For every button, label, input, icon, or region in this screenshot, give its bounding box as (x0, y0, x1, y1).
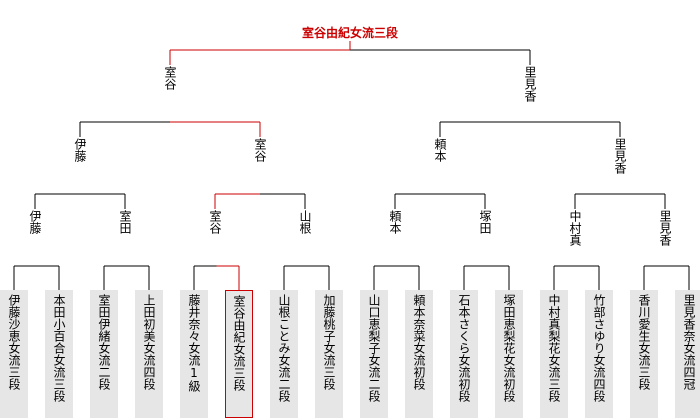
player-name: 里見香奈女流四冠 (682, 294, 696, 390)
player-box: 室田伊緒女流二段 (90, 290, 118, 418)
player-box: 竹部さゆり女流四段 (585, 290, 613, 418)
r1-winner-2: 室田 (118, 209, 132, 235)
player-box: 香川愛生女流三段 (630, 290, 658, 418)
player-name: 石本さくら女流初段 (457, 294, 471, 402)
player-name: 山根ことみ女流二段 (277, 294, 291, 402)
qf-winner-4: 里見香 (613, 137, 627, 175)
player-name: 香川愛生女流三段 (637, 294, 651, 390)
player-name: 竹部さゆり女流四段 (592, 294, 606, 402)
player-box: 本田小百合女流三段 (45, 290, 73, 418)
player-box-champion: 室谷由紀女流三段 (225, 290, 253, 418)
player-name: 本田小百合女流三段 (52, 294, 66, 402)
player-box: 山口恵梨子女流二段 (360, 290, 388, 418)
semifinal-winner-left: 室谷 (163, 65, 177, 91)
player-name: 頼本奈菜女流初段 (412, 294, 426, 390)
qf-winner-2: 室谷 (253, 137, 267, 163)
player-name: 中村真梨花女流三段 (547, 294, 561, 402)
player-name: 上田初美女流四段 (142, 294, 156, 390)
r1-winner-1: 伊藤 (28, 209, 42, 235)
player-box: 里見香奈女流四冠 (675, 290, 700, 418)
semifinal-winner-right: 里見香 (523, 65, 537, 103)
r1-winner-8: 里見香 (658, 209, 672, 247)
player-name: 山口恵梨子女流二段 (367, 294, 381, 402)
r1-winner-3: 室谷 (208, 209, 222, 235)
r1-winner-4: 山根 (298, 209, 312, 235)
qf-winner-3: 頼本 (433, 137, 447, 163)
r1-winner-6: 塚田 (478, 209, 492, 235)
player-box: 頼本奈菜女流初段 (405, 290, 433, 418)
player-name: 室谷由紀女流三段 (232, 295, 246, 391)
player-box: 藤井奈々女流1級 (180, 290, 208, 418)
r1-winner-7: 中村真 (568, 209, 582, 247)
player-name: 伊藤沙恵女流三段 (7, 294, 21, 390)
player-name: 藤井奈々女流1級 (187, 294, 201, 392)
player-box: 石本さくら女流初段 (450, 290, 478, 418)
player-name: 室田伊緒女流二段 (97, 294, 111, 390)
player-box: 山根ことみ女流二段 (270, 290, 298, 418)
player-name: 塚田恵梨花女流初段 (502, 294, 516, 402)
player-box: 上田初美女流四段 (135, 290, 163, 418)
player-box: 塚田恵梨花女流初段 (495, 290, 523, 418)
player-name: 加藤桃子女流三段 (322, 294, 336, 390)
player-box: 伊藤沙恵女流三段 (0, 290, 28, 418)
r1-winner-5: 頼本 (388, 209, 402, 235)
qf-winner-1: 伊藤 (73, 137, 87, 163)
champion-label: 室谷由紀女流三段 (299, 24, 401, 41)
player-box: 中村真梨花女流三段 (540, 290, 568, 418)
player-box: 加藤桃子女流三段 (315, 290, 343, 418)
